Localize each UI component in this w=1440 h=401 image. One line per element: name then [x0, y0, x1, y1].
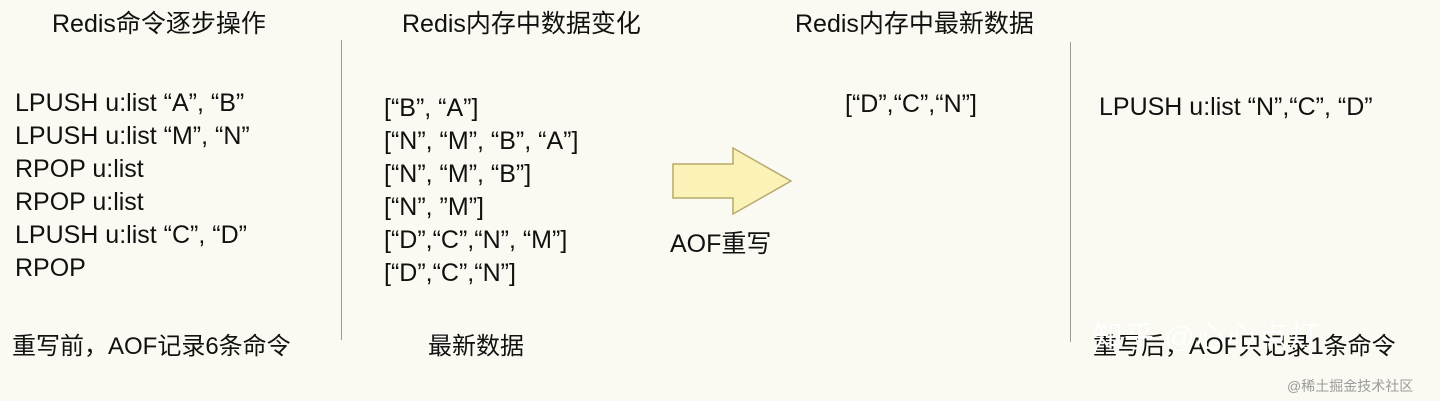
memory-state: [“N”, “M”, “B”, “A”]	[384, 127, 579, 155]
source-credit: @稀土掘金技术社区	[1287, 378, 1414, 394]
watermark: 知乎 @心心点灯	[1093, 321, 1320, 354]
aof-rewrite-label: AOF重写	[670, 230, 772, 258]
memory-state: [“N”, ”M”]	[384, 193, 484, 221]
memory-changes-footer: 最新数据	[428, 333, 524, 360]
memory-changes-heading: Redis内存中数据变化	[402, 10, 641, 38]
arrow-shape	[672, 146, 793, 216]
rewritten-footer: 重写后，AOF只记录1条命令	[1093, 333, 1396, 360]
column-divider	[341, 40, 342, 340]
right-arrow-icon	[672, 146, 793, 216]
command-line: LPUSH u:list “C”, “D”	[15, 221, 247, 249]
commands-heading: Redis命令逐步操作	[52, 10, 266, 38]
latest-data-heading: Redis内存中最新数据	[795, 10, 1034, 38]
command-line: LPUSH u:list “M”, “N”	[15, 122, 250, 150]
column-divider	[1070, 42, 1071, 342]
memory-state: [“N”, “M”, “B”]	[384, 160, 532, 188]
memory-state: [“D”,“C”,“N”, “M”]	[384, 226, 568, 254]
command-line: RPOP u:list	[15, 155, 144, 183]
rewritten-command: LPUSH u:list “N”,“C”, “D”	[1099, 93, 1373, 121]
commands-footer: 重写前，AOF记录6条命令	[12, 333, 291, 360]
command-line: LPUSH u:list “A”, “B”	[15, 89, 245, 117]
command-line: RPOP u:list	[15, 188, 144, 216]
latest-data-value: [“D”,“C”,“N”]	[845, 90, 977, 118]
memory-changes-list: [“B”, “A”] [“N”, “M”, “B”, “A”] [“N”, “M…	[384, 92, 578, 290]
commands-list: LPUSH u:list “A”, “B” LPUSH u:list “M”, …	[15, 87, 250, 285]
memory-state: [“B”, “A”]	[384, 94, 479, 122]
command-line: RPOP	[15, 254, 86, 282]
memory-state: [“D”,“C”,“N”]	[384, 259, 516, 287]
